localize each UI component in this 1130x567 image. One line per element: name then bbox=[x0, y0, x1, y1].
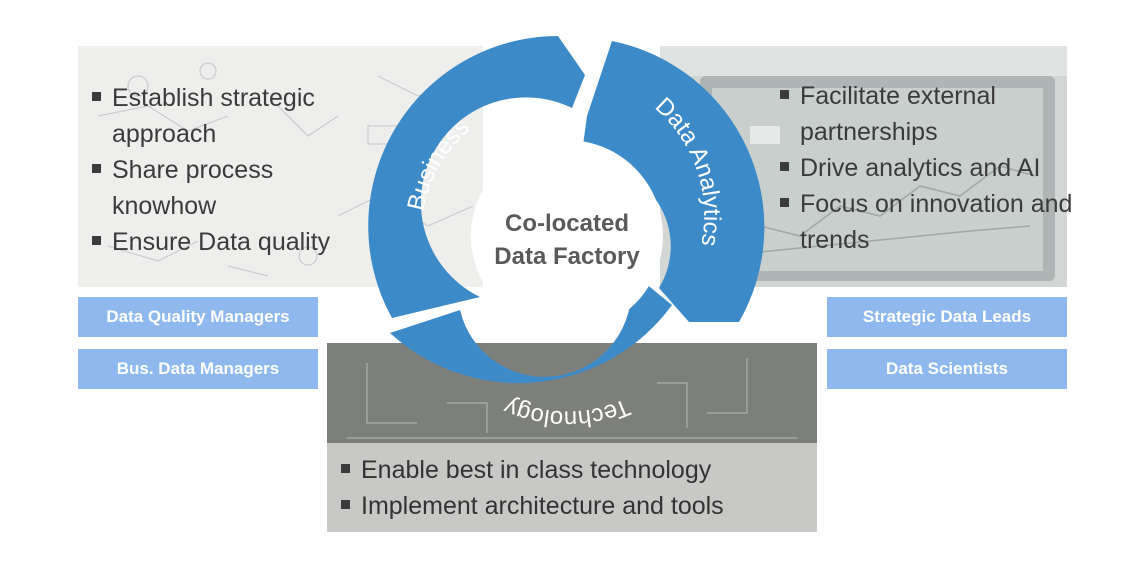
bullet-item: Establish strategic approach bbox=[90, 80, 375, 152]
circuit-board-image bbox=[327, 343, 817, 532]
center-title-line2: Data Factory bbox=[494, 243, 640, 270]
bullet-item: Drive analytics and AI bbox=[778, 150, 1078, 186]
center-hub bbox=[471, 140, 663, 332]
technology-background-panel bbox=[327, 343, 817, 532]
analytics-bullet-list: Facilitate external partnerships Drive a… bbox=[778, 78, 1078, 258]
role-data-quality-managers: Data Quality Managers bbox=[78, 297, 318, 337]
role-data-scientists: Data Scientists bbox=[827, 349, 1067, 389]
bullet-item: Enable best in class technology bbox=[339, 452, 809, 488]
dashboard-screen-image bbox=[660, 46, 1067, 281]
technology-bullet-list: Enable best in class technology Implemen… bbox=[339, 452, 809, 524]
bullet-item: Facilitate external partnerships bbox=[778, 78, 1078, 150]
center-title-line1: Co-located bbox=[505, 210, 629, 237]
segment-technology bbox=[390, 270, 672, 384]
bullet-item: Focus on innovation and trends bbox=[778, 186, 1078, 258]
segment-business bbox=[368, 36, 585, 318]
role-strategic-data-leads: Strategic Data Leads bbox=[827, 297, 1067, 337]
business-bullet-list: Establish strategic approach Share proce… bbox=[90, 80, 375, 260]
bullet-item: Implement architecture and tools bbox=[339, 488, 809, 524]
segment-label-technology: Technology bbox=[500, 393, 634, 432]
bullet-item: Share process knowhow bbox=[90, 152, 375, 224]
segment-data-analytics bbox=[580, 41, 765, 322]
bullet-item: Ensure Data quality bbox=[90, 224, 375, 260]
role-bus-data-managers: Bus. Data Managers bbox=[78, 349, 318, 389]
